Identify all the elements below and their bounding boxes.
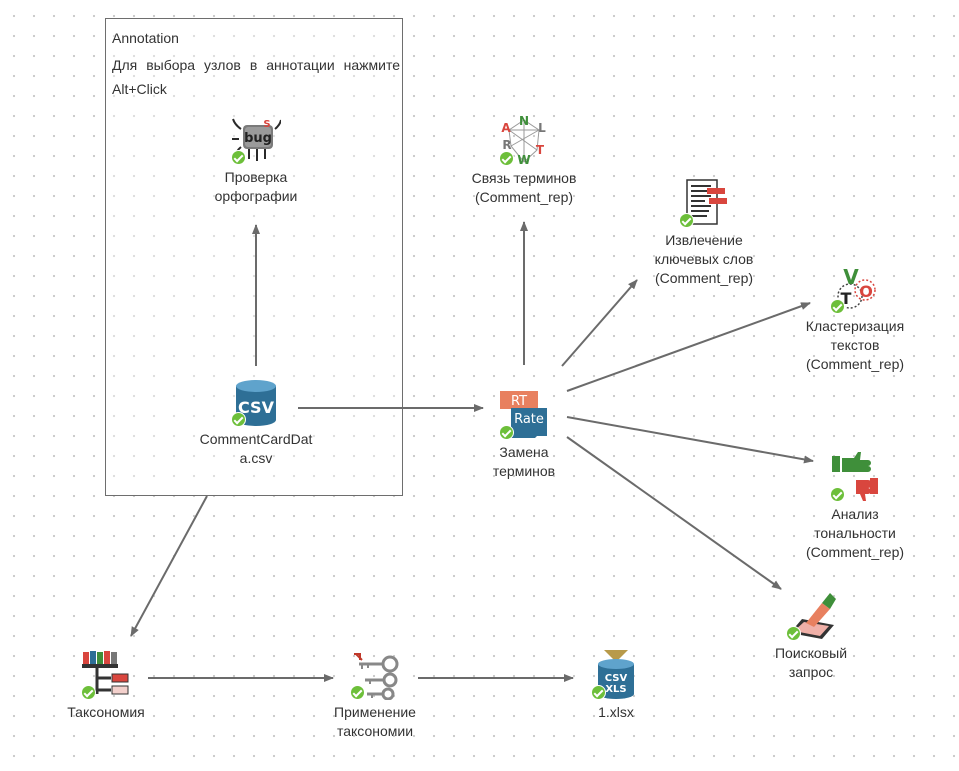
keys-icon bbox=[350, 650, 400, 700]
node-label: Замена терминов bbox=[492, 444, 556, 479]
node-term-links[interactable]: N A L R T W Связь терминов (Comment_rep) bbox=[449, 116, 599, 207]
csv-icon-text: CSV bbox=[238, 398, 275, 417]
bug-icon: bug S bbox=[231, 115, 281, 165]
node-label: Анализ тональности (Comment_rep) bbox=[805, 506, 905, 560]
node-apply-taxonomy[interactable]: Применение таксономии bbox=[300, 650, 450, 741]
edge-term-replace-to-keywords[interactable] bbox=[561, 279, 638, 367]
status-ok-icon bbox=[830, 487, 845, 502]
csv-xls-export-icon: CSV XLS bbox=[591, 650, 641, 700]
svg-text:O: O bbox=[859, 282, 873, 301]
export-icon-bottom-text: XLS bbox=[605, 684, 626, 695]
status-ok-icon bbox=[499, 151, 514, 166]
node-label: 1.xlsx bbox=[598, 704, 634, 720]
svg-text:T: T bbox=[536, 143, 545, 157]
node-label: Извлечение ключевых слов (Comment_rep) bbox=[654, 232, 754, 286]
svg-text:T: T bbox=[841, 289, 852, 308]
status-ok-icon bbox=[350, 685, 365, 700]
status-ok-icon bbox=[591, 685, 606, 700]
svg-text:V: V bbox=[843, 265, 859, 289]
svg-text:A: A bbox=[501, 121, 511, 135]
keyword-document-icon bbox=[679, 178, 729, 228]
node-spellcheck[interactable]: bug S Проверка орфографии bbox=[181, 115, 331, 206]
status-ok-icon bbox=[499, 425, 514, 440]
replace-icon-bottom-text: Rate bbox=[514, 412, 544, 427]
svg-text:bug: bug bbox=[244, 131, 272, 146]
node-export[interactable]: CSV XLS 1.xlsx bbox=[541, 650, 691, 722]
annotation-text: Для выбора узлов в аннотации нажмите Alt… bbox=[112, 57, 400, 97]
edge-term-replace-to-sentiment[interactable] bbox=[566, 416, 814, 464]
annotation-title: Annotation bbox=[112, 30, 179, 46]
edge-term-replace-to-search[interactable] bbox=[566, 436, 782, 590]
node-label: Применение таксономии bbox=[334, 704, 416, 739]
node-label: Связь терминов (Comment_rep) bbox=[471, 170, 577, 205]
cluster-letters-icon: V O T bbox=[830, 264, 880, 314]
thumbs-icon bbox=[830, 452, 880, 502]
status-ok-icon bbox=[679, 213, 694, 228]
node-term-replace[interactable]: RT Rate Замена терминов bbox=[449, 390, 599, 481]
node-label: CommentCardDat a.csv bbox=[199, 431, 313, 466]
node-taxonomy[interactable]: Таксономия bbox=[31, 650, 181, 722]
node-keywords[interactable]: Извлечение ключевых слов (Comment_rep) bbox=[629, 178, 779, 288]
node-csv-source[interactable]: CSV CommentCardDat a.csv bbox=[181, 377, 331, 468]
status-ok-icon bbox=[231, 150, 246, 165]
node-clustering[interactable]: V O T Кластеризация текстов (Comment_rep… bbox=[780, 264, 930, 374]
status-ok-icon bbox=[830, 299, 845, 314]
edge-csv-to-taxonomy[interactable] bbox=[130, 495, 208, 637]
highlighter-icon bbox=[786, 591, 836, 641]
csv-database-icon: CSV bbox=[231, 377, 281, 427]
status-ok-icon bbox=[786, 626, 801, 641]
svg-text:L: L bbox=[538, 121, 546, 135]
network-letters-icon: N A L R T W bbox=[499, 116, 549, 166]
export-icon-top-text: CSV bbox=[605, 673, 628, 684]
node-label: Таксономия bbox=[67, 704, 145, 720]
status-ok-icon bbox=[231, 412, 246, 427]
status-ok-icon bbox=[81, 685, 96, 700]
replace-icon-top-text: RT bbox=[511, 394, 527, 409]
node-label: Проверка орфографии bbox=[214, 169, 298, 204]
node-search[interactable]: Поисковый запрос bbox=[736, 591, 886, 682]
node-label: Поисковый запрос bbox=[774, 645, 848, 680]
replace-tags-icon: RT Rate bbox=[499, 390, 549, 440]
svg-text:W: W bbox=[517, 153, 530, 166]
svg-text:R: R bbox=[502, 138, 511, 152]
node-sentiment[interactable]: Анализ тональности (Comment_rep) bbox=[780, 452, 930, 562]
taxonomy-tree-icon bbox=[81, 650, 131, 700]
svg-text:S: S bbox=[263, 119, 270, 130]
node-label: Кластеризация текстов (Comment_rep) bbox=[805, 318, 905, 372]
svg-text:N: N bbox=[519, 116, 529, 128]
edge-term-replace-to-clustering[interactable] bbox=[566, 302, 811, 392]
